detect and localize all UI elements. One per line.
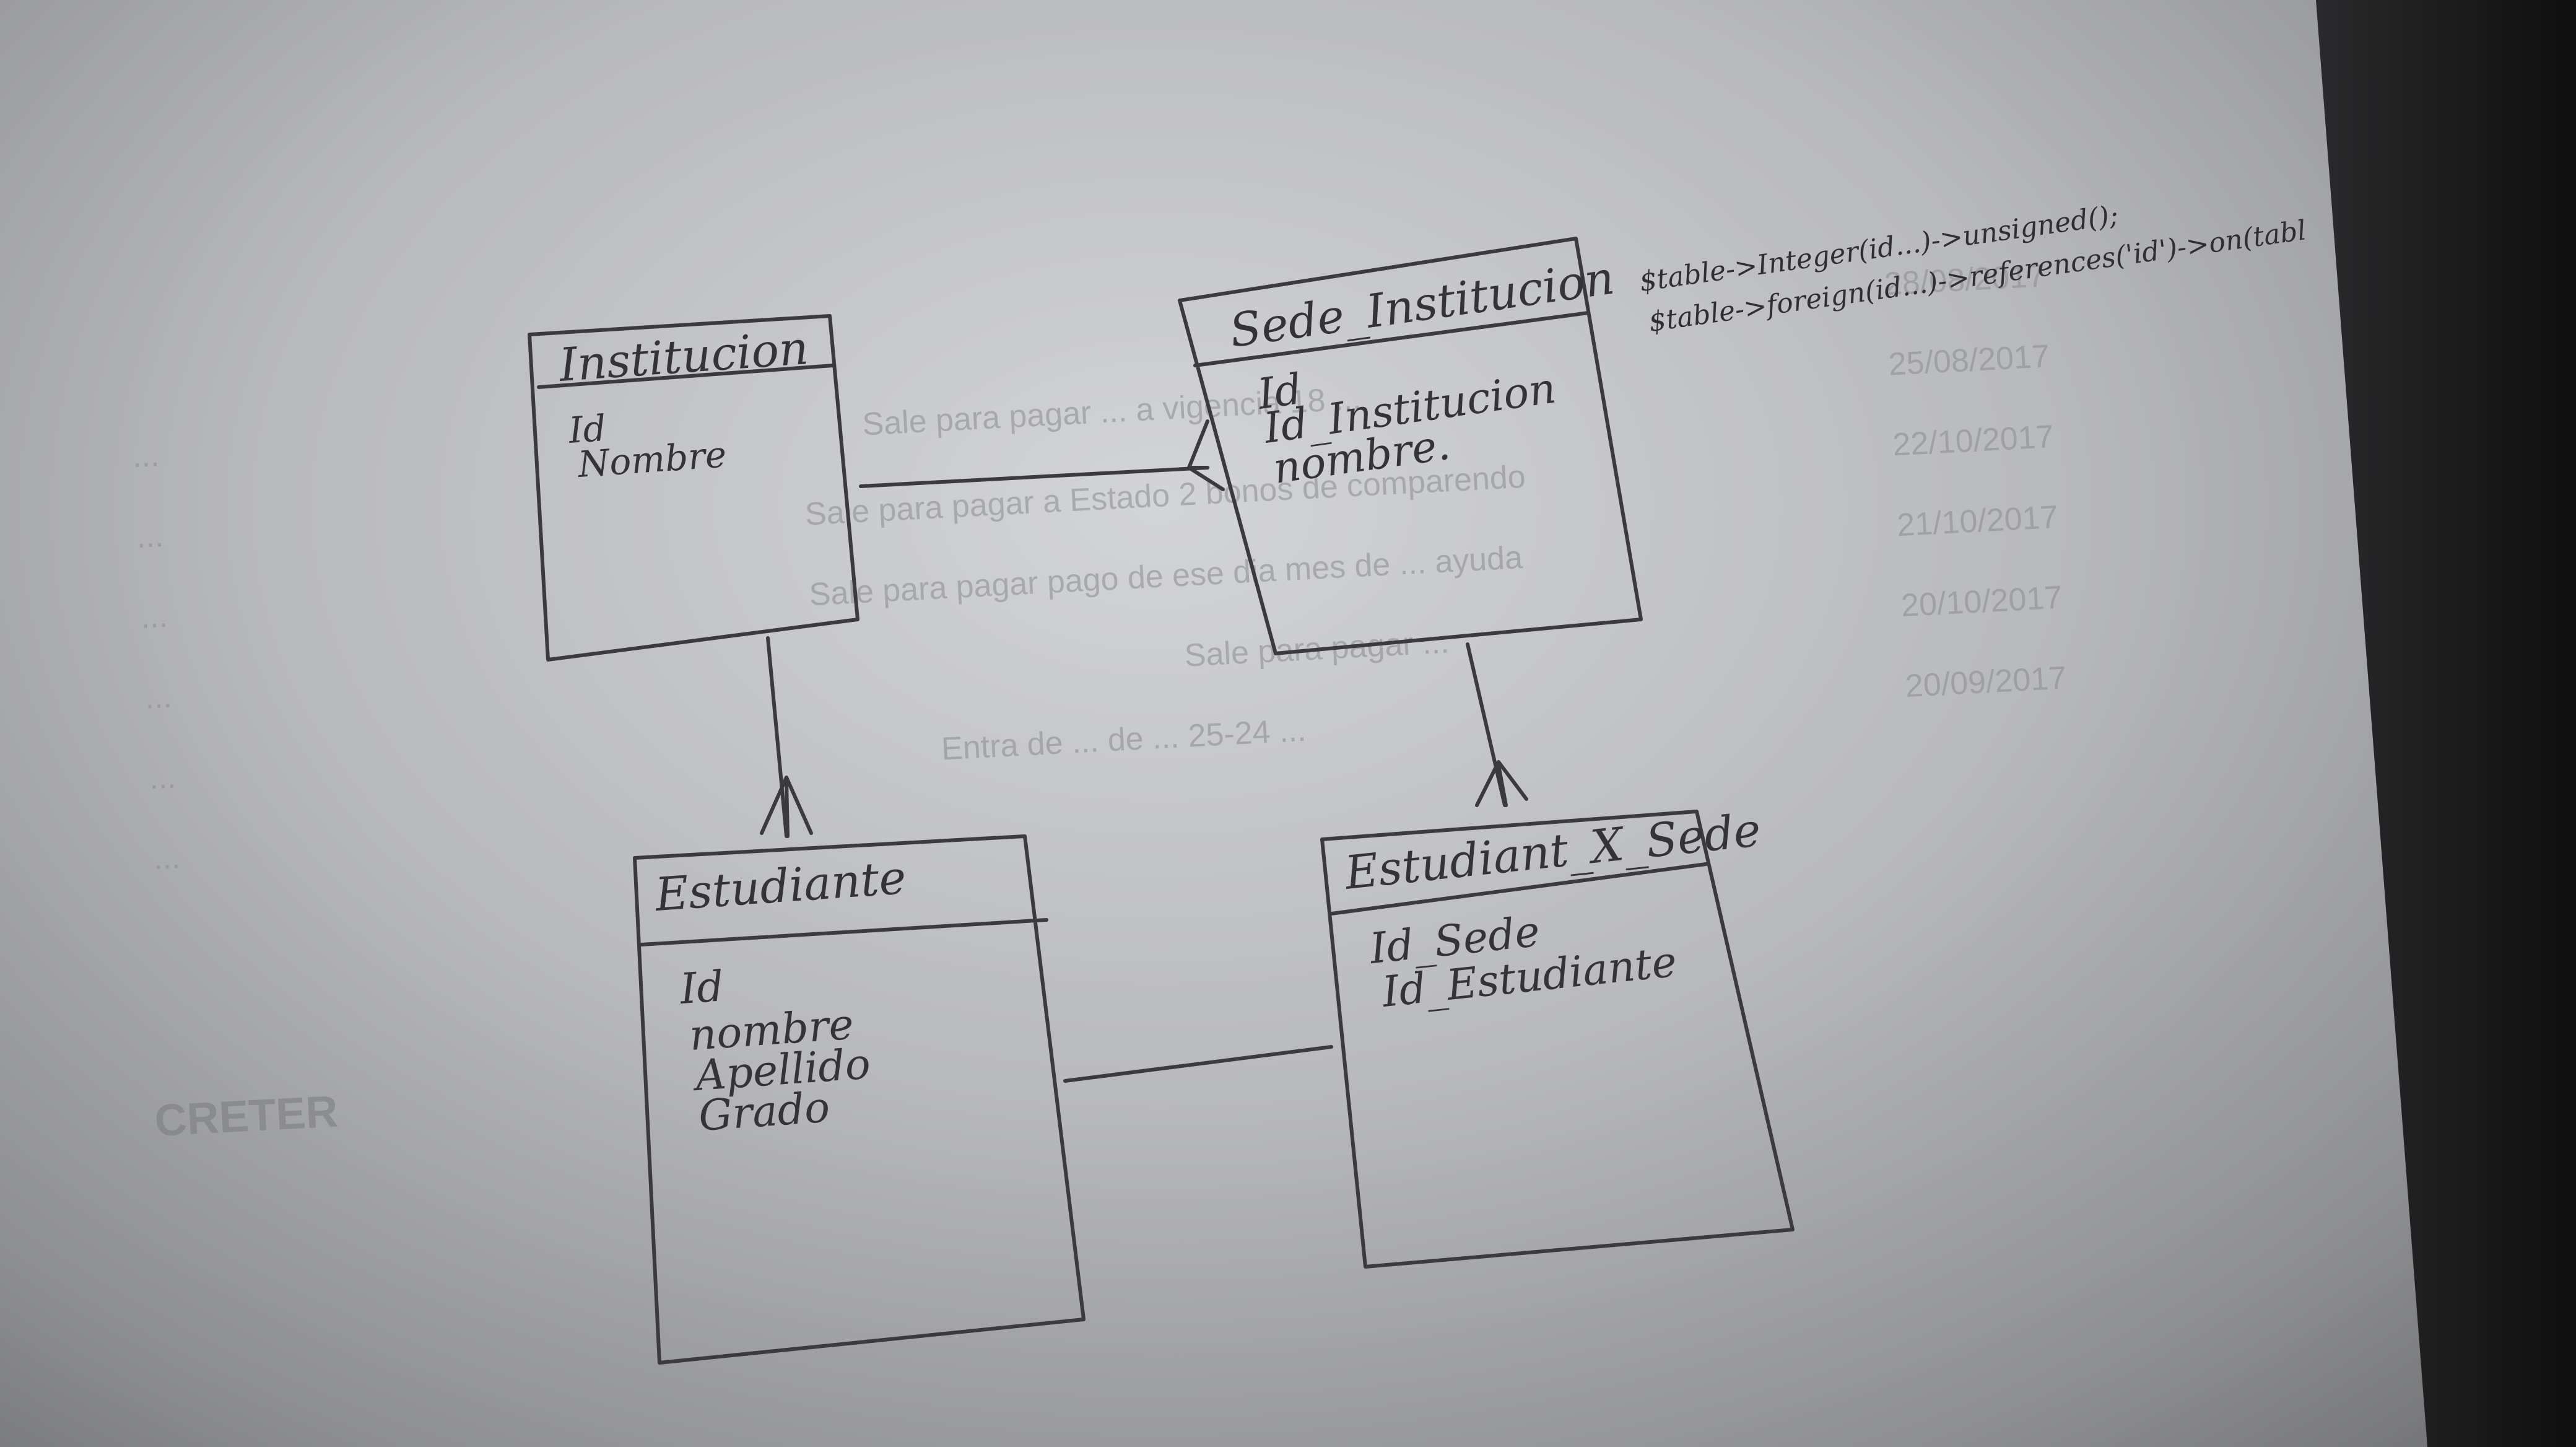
entity-estudiante-x-sede: Estudiant_X_Sede Id_Sede Id_Estudiante <box>1320 803 1795 1269</box>
entity-institucion: Institucion Id Nombre <box>528 314 859 662</box>
entity-divider <box>1193 311 1590 367</box>
entity-title: Sede_Institucion <box>1227 251 1618 358</box>
entity-attribute: Id <box>1253 365 1305 419</box>
entity-attribute: Grado <box>697 1083 832 1141</box>
entity-box <box>1178 237 1643 655</box>
relationship-line <box>1466 642 1507 807</box>
entity-box <box>633 834 1086 1365</box>
entity-divider <box>1329 862 1708 916</box>
entity-box <box>1320 810 1795 1269</box>
entity-attribute: nombre <box>688 1000 855 1060</box>
entity-box <box>528 314 859 662</box>
relationship-line <box>859 466 1209 488</box>
bleed-date: 28/08/2017 <box>1884 258 2047 302</box>
relationship-estudiante-estxsede <box>1063 1045 1333 1083</box>
entity-attribute: Id <box>677 962 726 1014</box>
bleed-date: 25/08/2017 <box>1887 338 2050 383</box>
bleed-line: Sale para pagar pago de ese dia mes de .… <box>808 540 1523 613</box>
crows-foot-icon <box>1187 419 1225 491</box>
relationship-sede-estxsede <box>1466 642 1528 807</box>
bleed-line: Entra de ... de ... 25-24 ... <box>941 712 1307 767</box>
bleed-left: ... <box>148 759 176 796</box>
relationship-line <box>766 636 788 838</box>
bleed-through-text: 28/08/2017 25/08/2017 22/10/2017 21/10/2… <box>131 258 2068 1146</box>
bleed-date: 21/10/2017 <box>1896 499 2059 544</box>
entity-title: Estudiante <box>652 851 908 922</box>
bleed-bold-word: CRETER <box>154 1086 339 1145</box>
bleed-left: ... <box>131 437 160 474</box>
bleed-left: ... <box>152 839 181 877</box>
bleed-left: ... <box>140 598 168 636</box>
crows-foot-icon <box>760 776 813 838</box>
bleed-date: 20/10/2017 <box>1900 580 2063 624</box>
relationship-line <box>1063 1045 1333 1083</box>
entity-divider <box>639 918 1048 946</box>
entity-divider <box>537 364 835 389</box>
bleed-date: 22/10/2017 <box>1892 419 2055 463</box>
relationship-institucion-sede <box>859 419 1225 491</box>
entity-estudiante: Estudiante Id nombre Apellido Grado <box>633 834 1086 1365</box>
bleed-date: 20/09/2017 <box>1905 660 2068 704</box>
crows-foot-icon <box>1475 760 1528 807</box>
migration-notes: $table->Integer(id...)->unsigned(); $tab… <box>1637 199 2308 338</box>
relationship-institucion-estudiante <box>760 636 813 838</box>
entity-attribute: Id <box>567 407 607 452</box>
entity-attribute: Nombre <box>575 433 728 486</box>
entity-sede-institucion: Sede_Institucion Id Id_Institucion nombr… <box>1178 237 1643 655</box>
bleed-left: ... <box>144 679 173 716</box>
bleed-left: ... <box>136 518 164 555</box>
